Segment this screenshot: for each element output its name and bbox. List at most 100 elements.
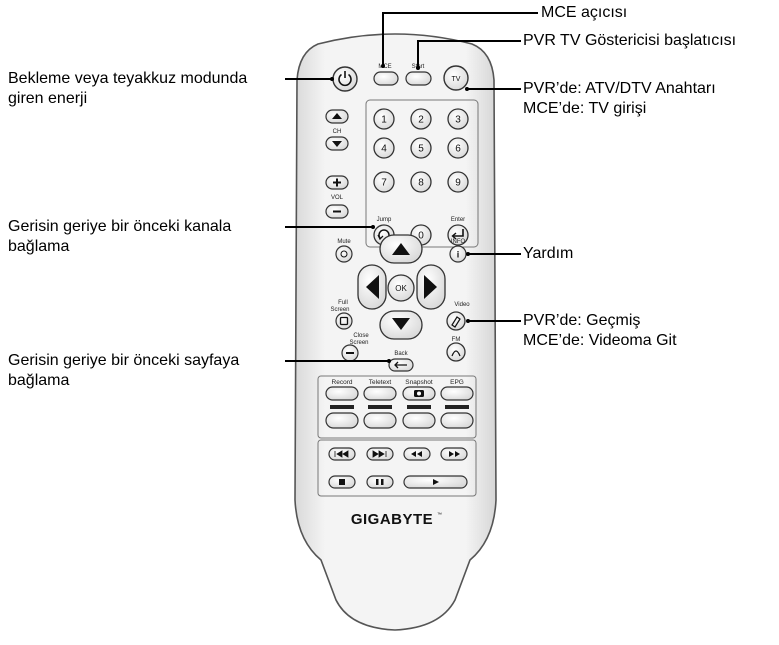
callout-pvr-tv-launcher: PVR TV Göstericisi başlatıcısı (523, 31, 736, 51)
snapshot-label: Snapshot (405, 379, 433, 386)
svg-text:i: i (457, 250, 460, 260)
video-label: Video (454, 302, 470, 308)
digit-1-button[interactable]: 1 (373, 108, 395, 130)
next-track-button[interactable] (366, 447, 394, 461)
full-screen-button[interactable] (335, 312, 353, 330)
digit-6-button[interactable]: 6 (447, 137, 469, 159)
vol-up-button[interactable] (325, 175, 349, 190)
digit-label: 5 (418, 144, 424, 155)
digit-label: 3 (455, 115, 461, 126)
digit-5-button[interactable]: 5 (410, 137, 432, 159)
digit-2-button[interactable]: 2 (410, 108, 432, 130)
callout-previous-channel-line1: Gerisin geriye bir önceki kanala (8, 218, 232, 235)
digit-label: 6 (455, 144, 461, 155)
brand-logo: GIGABYTE (351, 511, 433, 528)
color-key-row (325, 405, 474, 429)
back-button[interactable] (388, 358, 414, 372)
callout-previous-channel: Gerisin geriye bir önceki kanala bağlama (8, 217, 231, 257)
digit-8-button[interactable]: 8 (410, 171, 432, 193)
callout-mce-opener-text: MCE açıcısı (541, 4, 628, 21)
callout-atv-dtv: PVR’de: ATV/DTV Anahtarı MCE’de: TV giri… (523, 79, 716, 119)
enter-button[interactable] (447, 224, 469, 246)
digit-label: 9 (455, 178, 461, 189)
callout-previous-page: Gerisin geriye bir önceki sayfaya bağlam… (8, 351, 239, 391)
enter-label: Enter (451, 217, 465, 223)
number-keypad: 1 2 3 4 5 6 7 8 9 0 (373, 108, 469, 246)
mce-button[interactable]: MCE (373, 64, 399, 86)
digit-9-button[interactable]: 9 (447, 171, 469, 193)
close-screen-button[interactable] (341, 344, 359, 362)
mute-button[interactable] (335, 245, 353, 263)
callout-previous-page-line1: Gerisin geriye bir önceki sayfaya (8, 352, 240, 369)
mute-label: Mute (337, 239, 351, 245)
record-label: Record (332, 379, 353, 386)
leader-lines (285, 12, 538, 362)
epg-button[interactable] (440, 386, 474, 401)
callout-mce-opener: MCE açıcısı (541, 3, 627, 23)
snapshot-button[interactable] (402, 386, 436, 401)
nav-left-button[interactable] (357, 264, 387, 310)
teletext-label: Teletext (369, 379, 392, 386)
color-key-bar (368, 405, 392, 409)
function-section-frame (317, 375, 477, 439)
info-button[interactable]: i (449, 245, 467, 263)
callout-history-line2: MCE’de: Videoma Git (523, 332, 677, 349)
callout-help: Yardım (523, 244, 573, 264)
color-key-bar (407, 405, 431, 409)
color-key-3-button[interactable] (402, 412, 436, 429)
callout-previous-channel-line2: bağlama (8, 238, 70, 255)
teletext-button[interactable] (363, 386, 397, 401)
previous-track-button[interactable] (328, 447, 356, 461)
rewind-button[interactable] (403, 447, 431, 461)
color-key-1-button[interactable] (325, 412, 359, 429)
close-screen-label-1: Close (353, 333, 369, 339)
tv-button[interactable]: TV (443, 65, 469, 91)
nav-right-button[interactable] (416, 264, 446, 310)
digit-7-button[interactable]: 7 (373, 171, 395, 193)
callout-atv-dtv-line1: PVR’de: ATV/DTV Anahtarı (523, 80, 716, 97)
ch-down-button[interactable] (325, 136, 349, 151)
callout-previous-page-line2: bağlama (8, 372, 70, 389)
callout-help-text: Yardım (523, 245, 574, 262)
mce-button-label: MCE (378, 64, 391, 70)
digit-4-button[interactable]: 4 (373, 137, 395, 159)
color-key-bar (330, 405, 354, 409)
fm-label: FM (452, 337, 461, 343)
nav-down-button[interactable] (379, 310, 423, 340)
ok-button[interactable]: OK (387, 274, 415, 302)
play-button[interactable] (403, 475, 468, 489)
fast-forward-button[interactable] (440, 447, 468, 461)
power-button[interactable] (332, 66, 358, 92)
color-key-2-button[interactable] (363, 412, 397, 429)
digit-3-button[interactable]: 3 (447, 108, 469, 130)
transport-section-frame (317, 439, 477, 497)
full-screen-label-2: Screen (330, 307, 349, 313)
callout-history: PVR’de: Geçmiş MCE’de: Videoma Git (523, 311, 677, 351)
close-screen-label-2: Screen (349, 340, 368, 346)
callout-standby-line1: Bekleme veya teyakkuz modunda (8, 70, 248, 87)
jump-label: Jump (377, 217, 392, 223)
callout-history-line1: PVR’de: Geçmiş (523, 312, 641, 329)
stop-button[interactable] (328, 475, 356, 489)
ch-up-button[interactable] (325, 109, 349, 124)
leader-dots (330, 64, 470, 363)
digit-label: 2 (418, 115, 424, 126)
vol-down-button[interactable] (325, 204, 349, 219)
callout-standby-line2: giren enerji (8, 90, 88, 107)
info-label: INFO (451, 239, 466, 245)
color-key-bar (445, 405, 469, 409)
callout-standby-power: Bekleme veya teyakkuz modunda giren ener… (8, 69, 247, 109)
digit-label: 7 (381, 178, 387, 189)
nav-up-button[interactable] (379, 234, 423, 264)
video-button[interactable] (446, 311, 466, 331)
record-button[interactable] (325, 386, 359, 401)
callout-pvr-tv-launcher-text: PVR TV Göstericisi başlatıcısı (523, 32, 737, 49)
color-key-4-button[interactable] (440, 412, 474, 429)
trademark-mark: ™ (437, 512, 442, 518)
digit-label: 8 (418, 178, 424, 189)
fm-button[interactable] (446, 342, 466, 362)
digit-label: 0 (418, 231, 424, 242)
pause-button[interactable] (366, 475, 394, 489)
